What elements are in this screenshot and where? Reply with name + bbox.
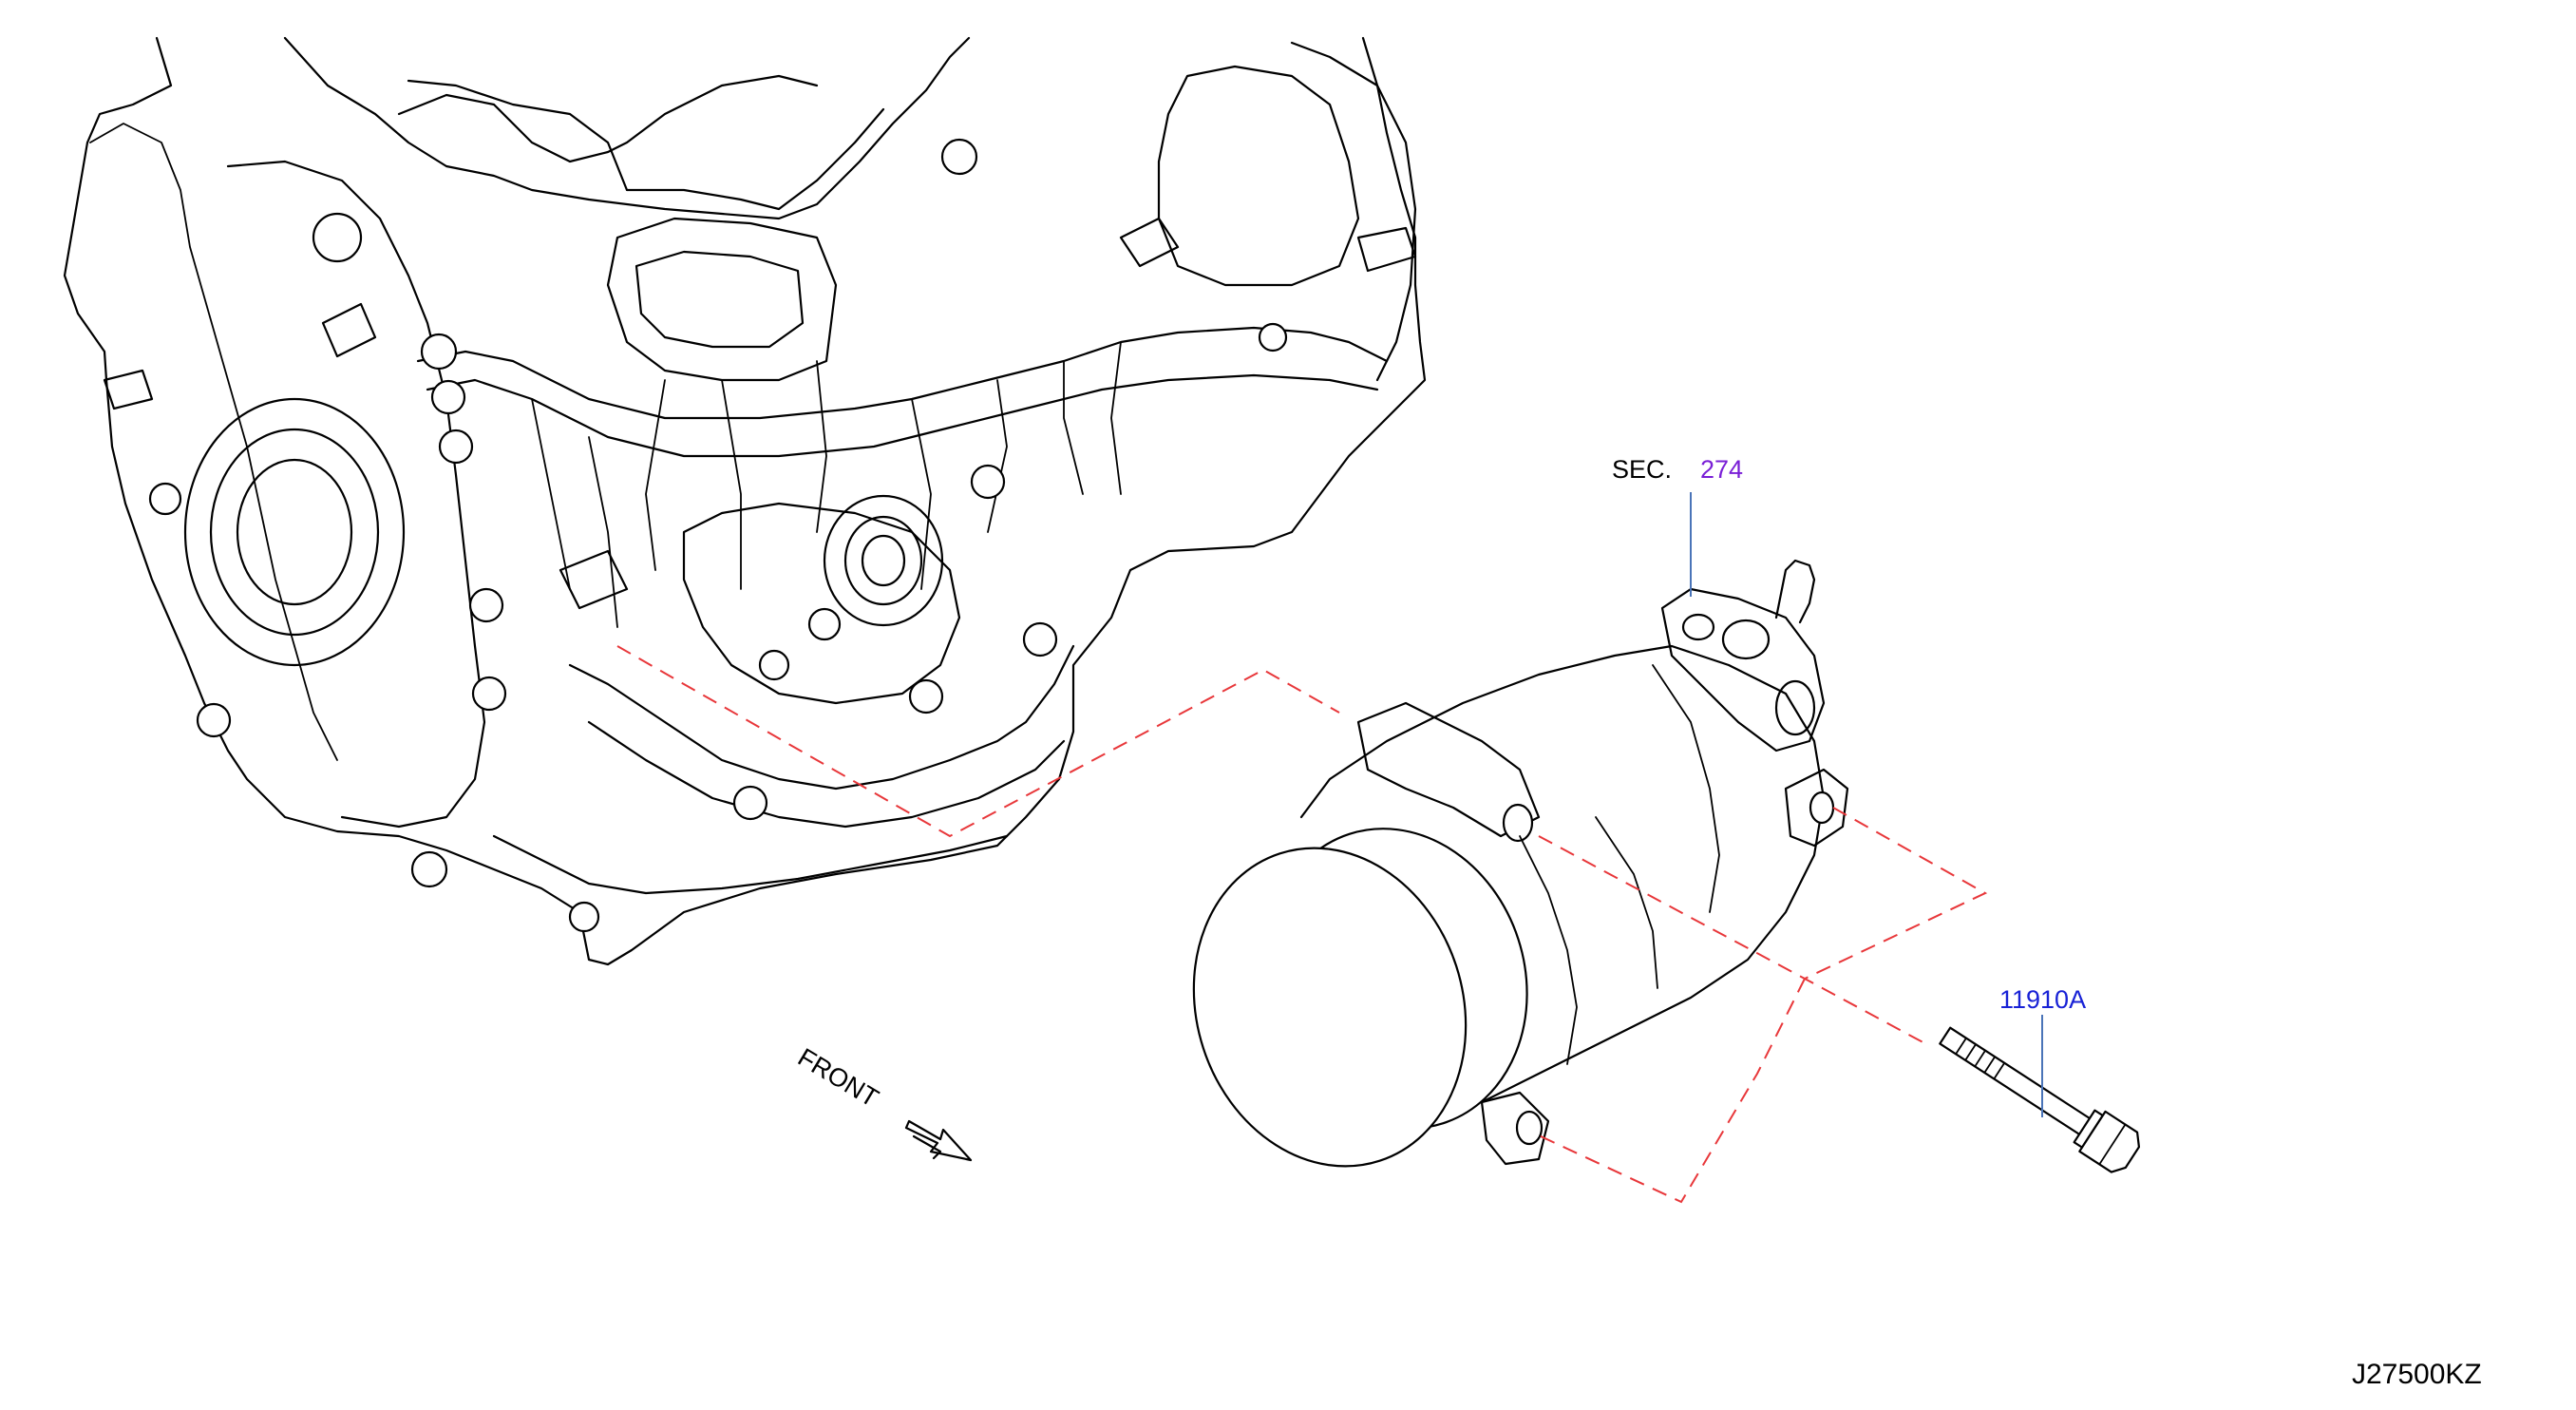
compressor-manifold [1660,587,1826,753]
timing-cover-inner [236,458,353,606]
clutch-pulley-front [1192,847,1468,1168]
engine-bosses [148,138,1288,933]
bolt-head-face [2098,1123,2127,1166]
figure-code: J27500KZ [2352,1359,2482,1390]
bolt-11910a [1939,1026,2141,1173]
compressor-right-ear [1784,768,1849,848]
bell-housing [1157,65,1360,287]
oil-pan-lower [587,720,1066,829]
block-ribs [531,341,1122,628]
timing-cover-outer [183,397,406,667]
right-mount-path [1804,807,1988,980]
compressor-body [1299,644,1826,1104]
front-cover-panel [226,160,486,829]
manifold-port-2 [1721,619,1771,660]
oil-pan-flange [492,834,1009,895]
engine-outline [63,36,1427,966]
valve-cover [283,36,971,220]
intake-port-block [606,217,838,382]
upper-ear-hole [1502,803,1534,843]
section-prefix: SEC. [1612,455,1672,484]
front-label: FRONT [793,1042,883,1113]
callout-leaders [1690,492,2043,1117]
front-arrow: FRONT [793,1042,973,1162]
intake-port-inner [635,250,805,349]
center-bolt-path [1538,835,1929,1204]
section-number[interactable]: 274 [1700,455,1743,484]
pulley-mid [843,515,923,606]
side-rail-lower [426,373,1379,458]
right-ear-hole [1809,791,1835,825]
assembly-lines [616,645,1988,1204]
side-rail [416,326,1389,420]
upper-mount-path [616,645,1340,838]
pulley-outer [823,494,944,627]
timing-cover-mid [209,428,380,637]
front-cover-edge [89,123,338,761]
ac-compressor [1192,559,1849,1168]
front-arrow-icon [904,1119,973,1162]
engine-tabs [103,217,1417,610]
pulley-inner [861,534,906,587]
bell-housing-flange [1290,41,1417,382]
bolt-thread [1955,1037,2006,1080]
compressor-lower-ear [1480,1091,1550,1166]
manifold-port-3 [1774,679,1816,736]
manifold-port-1 [1681,613,1715,641]
engine-block [63,36,1427,966]
service-stub [1774,559,1816,624]
upper-manifold [397,74,819,163]
lower-ear-hole [1515,1110,1544,1146]
oil-pan [568,644,1075,791]
crankcase [682,502,961,705]
valve-cover-ridge [407,79,885,211]
compressor-bands [1519,664,1720,1065]
bolt-part-number[interactable]: 11910A [1999,985,2086,1014]
